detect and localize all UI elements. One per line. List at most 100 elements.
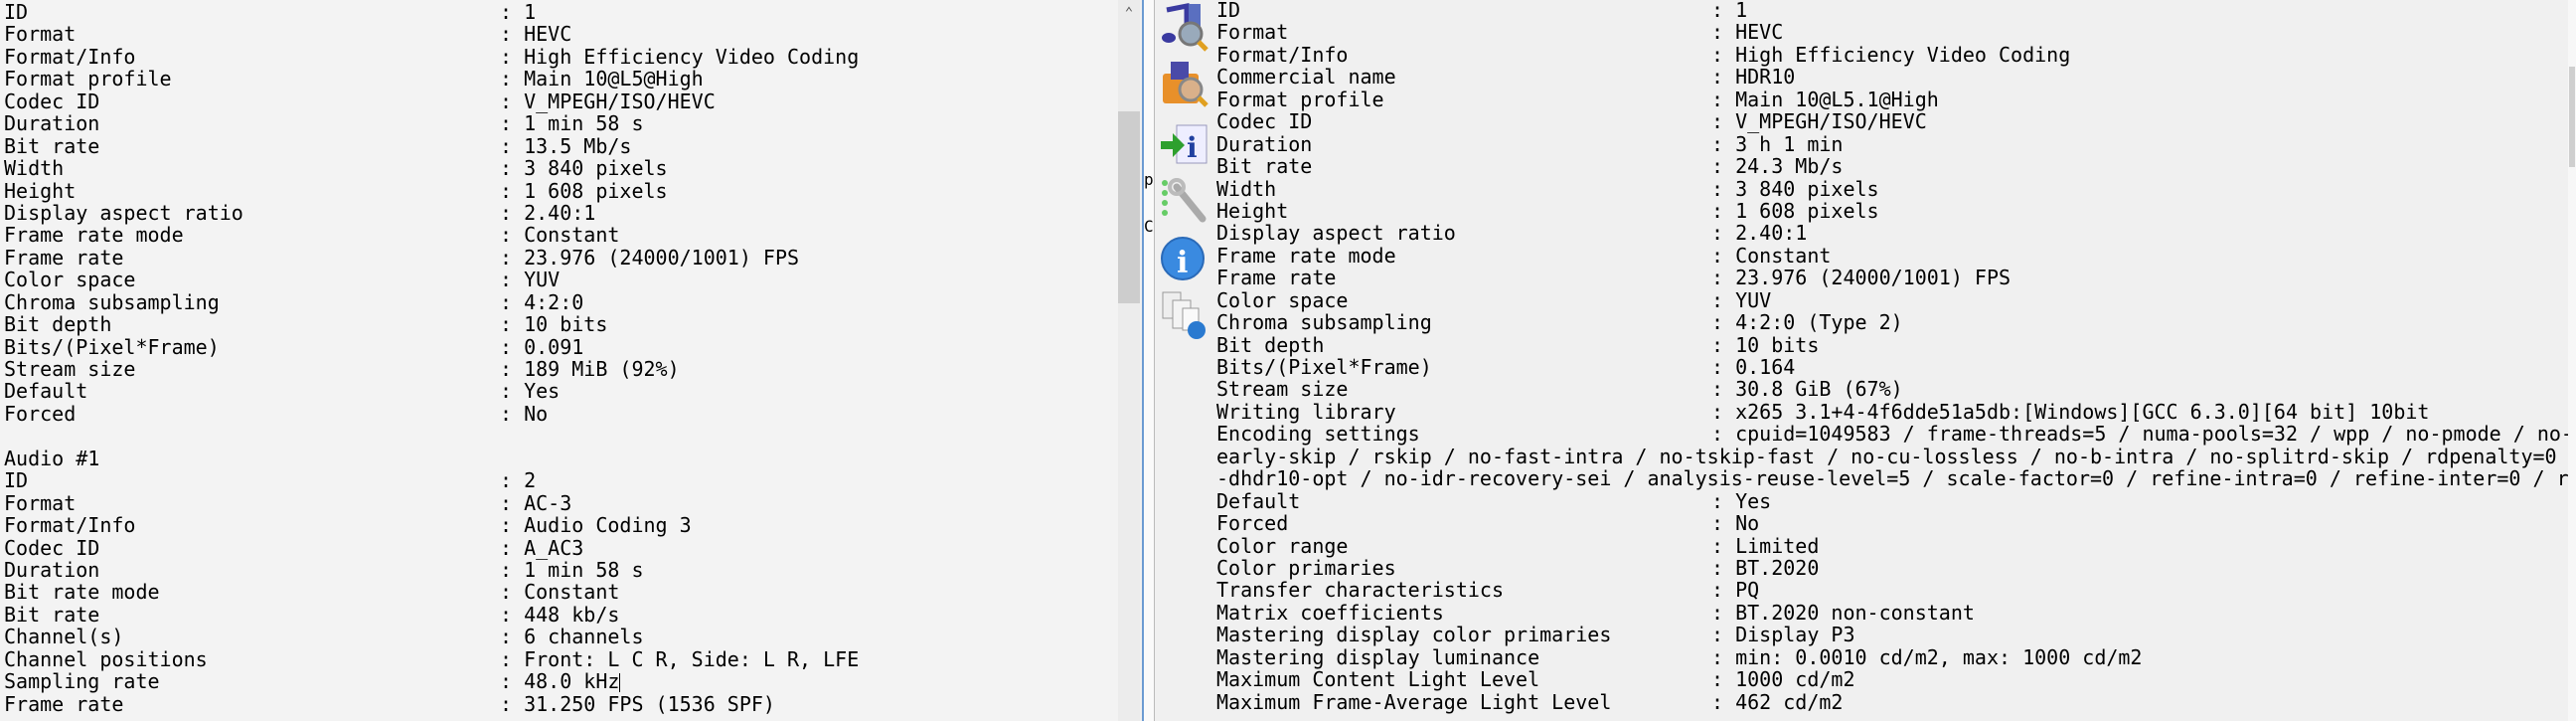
info-row-value-text: : Audio Coding 3	[500, 513, 692, 538]
info-row-label: Format/Info	[4, 44, 136, 69]
export-documents-icon[interactable]	[1159, 290, 1210, 342]
info-row-value: : x265 3.1+4-4f6dde51a5db:[Windows][GCC …	[1711, 401, 2429, 423]
info-row-value-text: : PQ	[1711, 578, 1760, 603]
info-row-value: : 2.40:1	[1711, 222, 1807, 244]
info-row-value: : YUV	[1711, 288, 1771, 311]
info-row-value: : 4:2:0 (Type 2)	[1711, 311, 1903, 333]
info-row-value-text: : 13.5 Mb/s	[500, 133, 632, 158]
info-row-label: Mastering display luminance	[1216, 644, 1540, 669]
info-row-value: : Constant	[500, 224, 619, 246]
scroll-up-arrow-icon[interactable]: ⌃	[1124, 5, 1134, 21]
info-row-value: : 23.976 (24000/1001) FPS	[500, 247, 799, 269]
info-row-value-text: : Limited	[1711, 533, 1820, 558]
info-row-value-text: : x265 3.1+4-4f6dde51a5db:[Windows][GCC …	[1711, 399, 2430, 424]
info-row-value: : 2	[500, 469, 536, 491]
info-row-continuation: early-skip / rskip / no-fast-intra / no-…	[1216, 444, 2568, 468]
info-row-value: : min: 0.0010 cd/m2, max: 1000 cd/m2	[1711, 644, 2143, 669]
info-row-value: : High Efficiency Video Coding	[500, 46, 859, 68]
info-row-value-text: : 462 cd/m2	[1711, 689, 1844, 714]
info-row-value-text: : Constant	[500, 580, 620, 605]
svg-text:i: i	[1187, 131, 1198, 164]
info-row-value: : 462 cd/m2	[1711, 689, 1844, 714]
info-row-value: : 3 h 1 min	[1711, 131, 1844, 156]
info-row-label: Format	[4, 22, 77, 47]
info-row-label: Duration	[4, 111, 100, 136]
info-row-value: : Constant	[1711, 245, 1831, 267]
info-row-value-text: : HDR10	[1711, 65, 1796, 90]
open-folder-icon[interactable]	[1159, 58, 1210, 109]
info-row-label: Bit rate	[1216, 154, 1313, 179]
info-row-label: Stream size	[1216, 377, 1349, 402]
info-row-label: Codec ID	[4, 535, 100, 560]
info-row-continuation: -dhdr10-opt / no-idr-recovery-sei / anal…	[1216, 466, 2568, 491]
info-row-value-text: : 3 h 1 min	[1711, 131, 1844, 156]
info-row-value-text: : 1 min 58 s	[500, 111, 644, 136]
info-row-label: Forced	[4, 401, 77, 426]
info-row-value-text: : 3 840 pixels	[1711, 176, 1879, 201]
info-row-label: Frame rate	[4, 691, 124, 716]
info-row-value-text: : Main 10@L5@High	[500, 67, 704, 91]
right-scrollbar-thumb[interactable]	[2569, 67, 2575, 167]
info-row-value: : 31.250 FPS (1536 SPF)	[500, 692, 775, 715]
info-row-value: : A_AC3	[500, 535, 584, 560]
media-info-icon[interactable]	[1159, 2, 1210, 54]
info-row-value: : High Efficiency Video Coding	[1711, 44, 2070, 66]
info-row-value-text: : 2.40:1	[500, 200, 596, 225]
info-row-label: Format profile	[4, 67, 172, 91]
info-row-value-text: : A_AC3	[500, 535, 584, 560]
info-row-value: : Limited	[1711, 533, 1820, 558]
left-scrollbar-thumb[interactable]	[1118, 111, 1140, 303]
info-row-value-text: : 30.8 GiB (67%)	[1711, 377, 1903, 402]
info-row-value-text: : No	[1711, 511, 1760, 536]
info-row-value-text: : min: 0.0010 cd/m2, max: 1000 cd/m2	[1711, 644, 2143, 669]
info-row-value: : 1 min 58 s	[500, 112, 644, 134]
info-row-value-text: : 3 840 pixels	[500, 156, 668, 181]
info-row-label: Bits/(Pixel*Frame)	[4, 334, 220, 359]
info-row-value: : Main 10@L5@High	[500, 68, 704, 90]
right-vertical-scrollbar[interactable]	[2568, 0, 2576, 721]
info-row-value: : 1	[500, 1, 536, 23]
info-row-value: : 3 840 pixels	[500, 157, 668, 179]
info-row-value-text: : 10 bits	[1711, 332, 1820, 357]
info-row-label: Bits/(Pixel*Frame)	[1216, 355, 1432, 379]
info-row-label: Display aspect ratio	[1216, 221, 1456, 246]
about-info-icon[interactable]: i	[1159, 233, 1210, 284]
info-row-value: : cpuid=1049583 / frame-threads=5 / numa…	[1711, 423, 2568, 445]
info-row-label: Format profile	[1216, 87, 1384, 111]
left-vertical-scrollbar[interactable]: ⌃	[1118, 0, 1140, 721]
info-row-value-text: : 48.0 kHz	[500, 669, 620, 694]
info-row-label: Bit rate	[4, 602, 100, 627]
info-row-value: : 189 MiB (92%)	[500, 358, 680, 380]
info-row-value-text: : 1 608 pixels	[1711, 198, 1879, 223]
info-row-value: : Front: L C R, Side: L R, LFE	[500, 646, 860, 671]
info-row-value-text: : Front: L C R, Side: L R, LFE	[500, 646, 860, 671]
info-row-value-text: : 24.3 Mb/s	[1711, 154, 1844, 179]
clipped-strip: p C	[1144, 0, 1154, 721]
info-row-label: Maximum Frame-Average Light Level	[1216, 689, 1612, 714]
info-row-value: : 2.40:1	[500, 202, 595, 224]
info-row-value-text: : HEVC	[1711, 20, 1784, 45]
info-row-value: : Main 10@L5.1@High	[1711, 89, 1939, 110]
settings-wrench-icon[interactable]	[1159, 175, 1210, 227]
info-row-label: Chroma subsampling	[4, 289, 220, 314]
import-info-icon[interactable]: i	[1159, 119, 1210, 171]
text-caret	[619, 673, 621, 693]
info-row-value: : Yes	[500, 380, 560, 402]
info-row-value-text: : Yes	[1711, 488, 1772, 513]
info-row-value-text: : Yes	[500, 379, 561, 404]
pane-splitter[interactable]	[1142, 0, 1144, 721]
side-toolbar: i i	[1154, 0, 1214, 721]
info-row-value-text: : 1 608 pixels	[500, 178, 668, 203]
info-row-value: : YUV	[500, 269, 560, 290]
info-row-label: Codec ID	[1216, 109, 1313, 134]
info-row-label: Bit depth	[4, 312, 112, 337]
info-row-value-text: : BT.2020	[1711, 555, 1820, 580]
info-row-value: : 24.3 Mb/s	[1711, 155, 1843, 177]
info-row-label: Forced	[1216, 511, 1289, 536]
info-row-label: Encoding settings	[1216, 422, 1420, 447]
info-row-label: Duration	[4, 557, 100, 582]
info-row-value-text: : 1 min 58 s	[500, 557, 644, 582]
info-row-label: Height	[1216, 198, 1289, 223]
